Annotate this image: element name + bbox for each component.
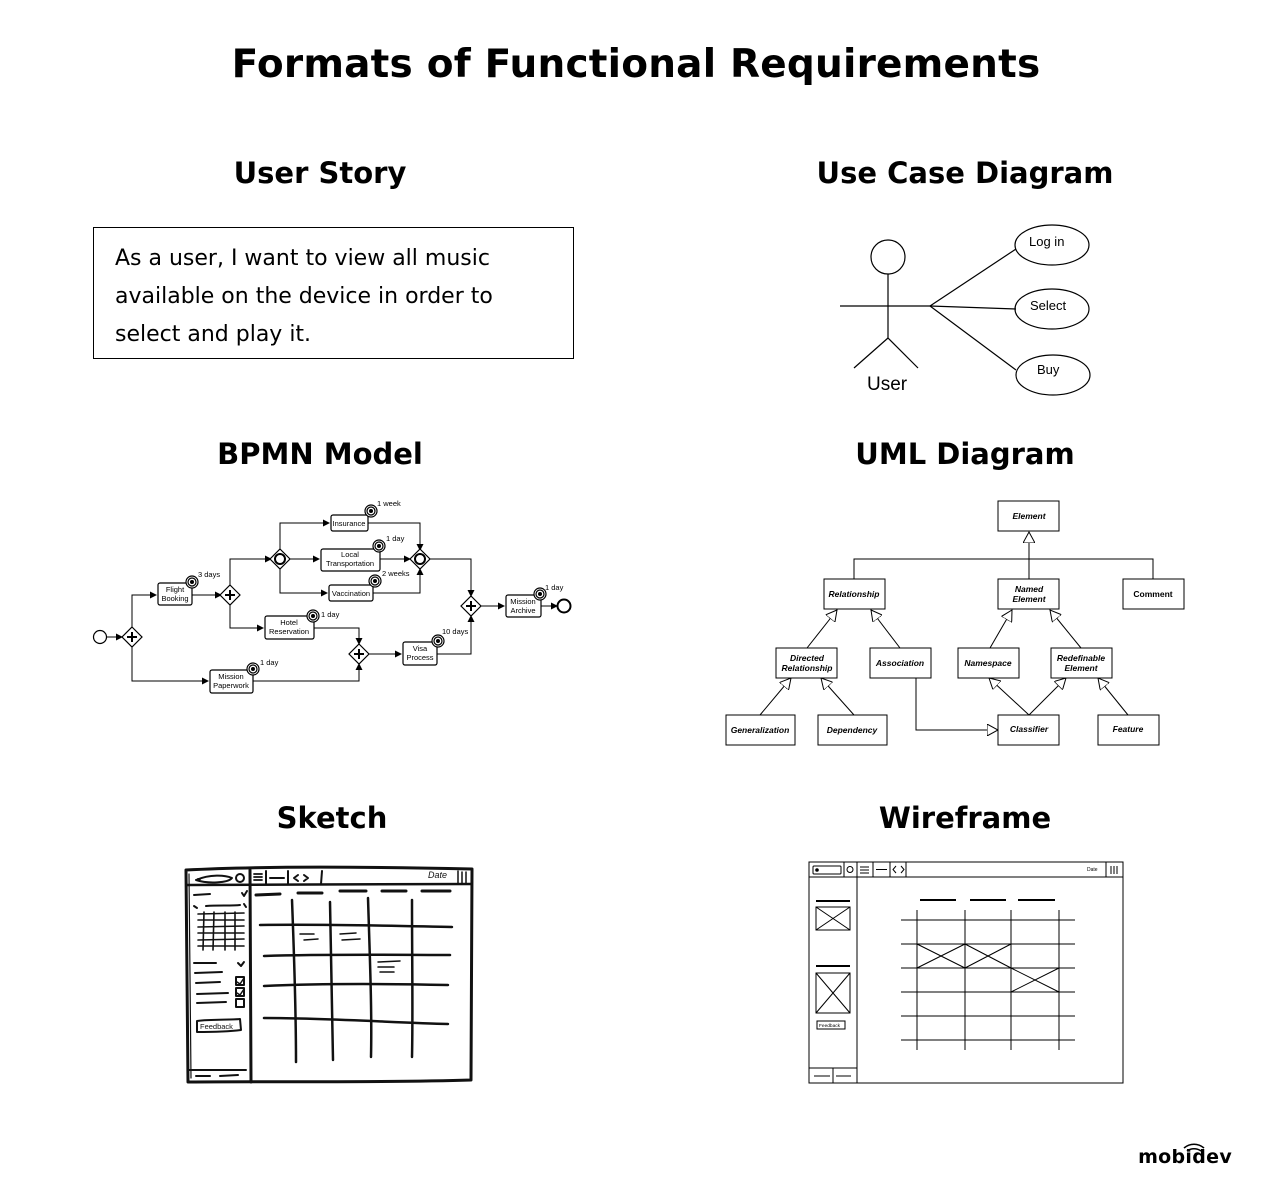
bpmn-diagram: Flight Booking Insurance Local Transport…	[92, 499, 572, 694]
task-archive-line1: Mission	[510, 597, 535, 606]
user-story-heading: User Story	[233, 156, 407, 190]
task-flight-line2: Booking	[161, 594, 188, 603]
uml-diagram: Element Relationship Named Element Comme…	[725, 500, 1185, 746]
user-story-card: As a user, I want to view all music avai…	[93, 227, 574, 359]
use-case-buy	[1015, 354, 1091, 396]
use-case-label-0: Log in	[1029, 234, 1064, 249]
uml-named-line1: Named	[1015, 584, 1044, 594]
uml-association: Association	[875, 658, 924, 668]
wireframe-heading: Wireframe	[878, 801, 1052, 835]
task-paperwork-line1: Mission	[218, 672, 243, 681]
timer-local: 1 day	[386, 534, 405, 543]
actor-label: User	[867, 374, 908, 395]
mobidev-logo: mobidev	[1138, 1143, 1232, 1168]
wireframe-feedback-button: Feedback	[819, 1023, 841, 1029]
timer-paperwork: 1 day	[260, 658, 279, 667]
actor-head	[870, 239, 906, 275]
uml-namespace: Namespace	[964, 658, 1012, 668]
bpmn-heading: BPMN Model	[217, 437, 423, 471]
task-insurance: Insurance	[333, 519, 366, 528]
task-hotel-line1: Hotel	[280, 618, 298, 627]
logo-text: mobidev	[1138, 1146, 1232, 1168]
sketch-mockup: Date Feedback	[184, 865, 474, 1084]
task-archive-line2: Archive	[510, 606, 535, 615]
wireframe-date-label: Date	[1087, 867, 1098, 873]
uml-directed-line2: Relationship	[781, 663, 832, 673]
use-case-label-1: Select	[1030, 298, 1067, 313]
sketch-heading: Sketch	[276, 801, 388, 835]
timer-hotel: 1 day	[321, 610, 340, 619]
task-paperwork-line2: Paperwork	[213, 681, 249, 690]
signal-icon	[1183, 1143, 1205, 1152]
page-title: Formats of Functional Requirements	[231, 42, 1041, 87]
uml-dependency: Dependency	[827, 725, 879, 735]
timer-flight: 3 days	[198, 570, 220, 579]
uml-generalization: Generalization	[731, 725, 790, 735]
timer-visa: 10 days	[442, 627, 469, 636]
use-case-heading: Use Case Diagram	[816, 156, 1114, 190]
uml-directed-line1: Directed	[790, 653, 825, 663]
timer-archive: 1 day	[545, 583, 564, 592]
uml-feature: Feature	[1113, 724, 1144, 734]
uml-classifier: Classifier	[1010, 724, 1049, 734]
task-visa-line1: Visa	[413, 644, 428, 653]
timer-insurance: 1 week	[377, 499, 401, 508]
use-case-login	[1014, 224, 1090, 266]
task-local-line1: Local	[341, 550, 359, 559]
uml-relationship: Relationship	[828, 589, 879, 599]
task-flight-line1: Flight	[166, 585, 185, 594]
task-hotel-line2: Reservation	[269, 627, 309, 636]
task-local-line2: Transportation	[326, 559, 374, 568]
wireframe-mockup: Date Feedback	[808, 861, 1124, 1084]
use-case-label-2: Buy	[1037, 362, 1060, 377]
uml-named-line2: Element	[1012, 594, 1046, 604]
uml-redefinable-line1: Redefinable	[1057, 653, 1105, 663]
use-case-select	[1014, 288, 1090, 330]
timer-vaccination: 2 weeks	[382, 569, 410, 578]
use-case-diagram: Log in Select Buy User	[840, 224, 1091, 396]
user-story-text: As a user, I want to view all music avai…	[115, 246, 493, 347]
uml-comment: Comment	[1133, 589, 1172, 599]
uml-redefinable-line2: Element	[1064, 663, 1098, 673]
uml-heading: UML Diagram	[855, 437, 1075, 471]
sketch-date-label: Date	[428, 870, 447, 880]
task-visa-line2: Process	[406, 653, 433, 662]
uml-element: Element	[1012, 511, 1046, 521]
task-vaccination: Vaccination	[332, 589, 370, 598]
sketch-feedback-button: Feedback	[200, 1022, 233, 1031]
